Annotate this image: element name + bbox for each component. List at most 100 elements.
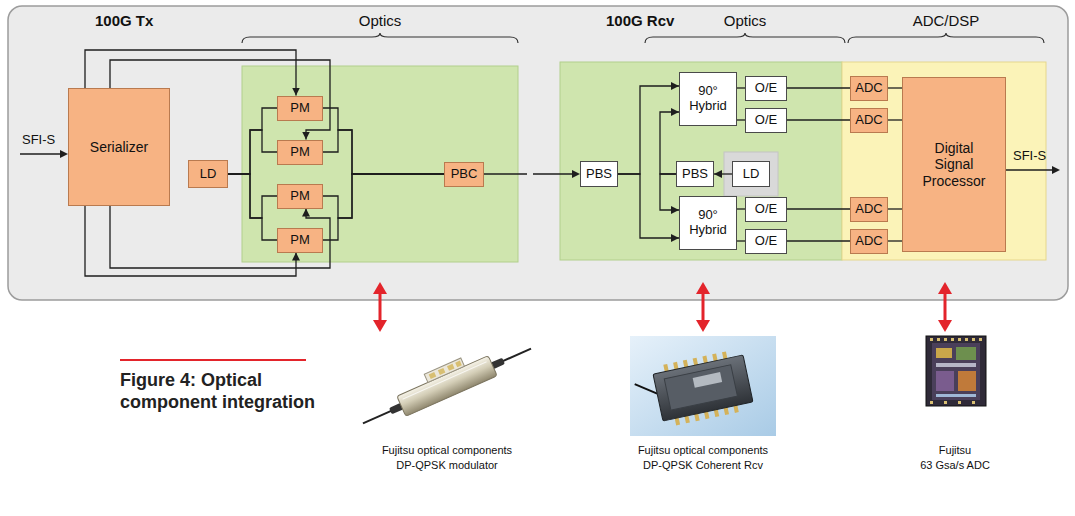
rf-pad	[455, 361, 462, 368]
package-lid	[664, 365, 737, 410]
circuit-block	[956, 347, 976, 360]
laser-diode: LD	[188, 160, 228, 188]
fiber	[363, 410, 394, 424]
bond-pad	[951, 338, 954, 341]
chip-core	[932, 343, 980, 400]
circuit-block	[936, 371, 954, 391]
signal-name: SFI-S	[22, 133, 55, 148]
box-label: O/E	[755, 81, 777, 96]
signal-connector	[737, 240, 745, 241]
arrow-head	[373, 320, 387, 332]
modulator-body	[397, 356, 497, 417]
arrow-head	[572, 170, 580, 178]
box-label: O/E	[755, 113, 777, 128]
signal-connector	[787, 240, 850, 241]
photodetector: O/E	[745, 108, 787, 133]
box-label: LD	[200, 167, 217, 182]
polarization-splitter: PBS	[580, 161, 618, 187]
receiver-photo	[630, 336, 776, 436]
adc-box: ADC	[850, 197, 888, 222]
signal-connector	[323, 108, 444, 174]
bond-pad	[937, 338, 940, 341]
package-body	[653, 355, 753, 421]
section-brace	[848, 33, 1044, 43]
pointer-arrow	[702, 292, 705, 322]
rf-pad	[447, 364, 455, 371]
pointer-arrow	[944, 292, 947, 322]
signal-connector	[618, 174, 679, 238]
circuit-block	[936, 348, 952, 358]
phase-modulator: PM	[277, 96, 323, 121]
adc-chip	[926, 336, 986, 406]
signal-connector	[888, 87, 902, 88]
signal-connector	[787, 87, 850, 88]
fiber-line	[533, 173, 573, 174]
package-label	[693, 372, 722, 388]
box-label: PM	[290, 189, 310, 204]
signal-name: SFI-S	[1013, 149, 1046, 164]
local-laser: LD	[732, 161, 770, 187]
section-brace	[242, 33, 518, 43]
signal-connector	[787, 119, 850, 120]
adc-box: ADC	[850, 108, 888, 133]
fiber	[500, 349, 531, 363]
box-label: PM	[290, 145, 310, 160]
signal-connector	[737, 119, 745, 120]
serializer-box: Serializer	[68, 88, 170, 206]
signal-connector	[323, 174, 444, 218]
photo-caption: DP-QPSK Coherent Rcv	[643, 459, 763, 472]
arrow-head	[938, 282, 952, 294]
signal-connector	[888, 119, 902, 120]
section-heading: 100G Rcv	[606, 12, 674, 29]
fiber	[635, 380, 657, 398]
signal-line	[1006, 169, 1053, 170]
signal-connector	[228, 174, 277, 240]
signal-connector	[228, 174, 277, 218]
box-label: LD	[743, 167, 760, 182]
section-heading: Optics	[359, 12, 402, 29]
photo-caption: DP-QPSK modulator	[396, 459, 497, 472]
bond-pad	[972, 401, 975, 404]
system-panel	[8, 6, 1068, 300]
signal-connector	[618, 86, 679, 174]
section-brace	[645, 33, 845, 43]
signal-connector	[737, 87, 745, 88]
polarization-combiner: PBC	[444, 162, 484, 187]
bond-pad	[979, 338, 982, 341]
modulator-photo	[355, 330, 536, 433]
box-label: O/E	[755, 202, 777, 217]
photodetector: O/E	[745, 229, 787, 254]
bond-pad	[944, 338, 947, 341]
section-heading: Optics	[724, 12, 767, 29]
signal-connector	[888, 240, 902, 241]
section-heading: 100G Tx	[95, 12, 153, 29]
photo-caption: Fujitsu optical components	[638, 444, 768, 457]
adc-box: ADC	[850, 76, 888, 101]
box-label: Digital Signal Processor	[918, 140, 990, 188]
signal-connector	[228, 130, 277, 174]
box-label: PBC	[451, 167, 478, 182]
bond-pad	[958, 338, 961, 341]
box-label: Serializer	[90, 139, 148, 155]
photo-caption: 63 Gsa/s ADC	[920, 459, 990, 472]
signal-connector	[737, 208, 745, 209]
photodetector: O/E	[745, 76, 787, 101]
box-label: O/E	[755, 234, 777, 249]
box-label: PBS	[586, 167, 612, 182]
bond-pad	[930, 338, 933, 341]
laser-well	[724, 152, 778, 196]
optics-panel	[560, 62, 842, 260]
bond-pad	[944, 401, 947, 404]
box-label: 90° Hybrid	[683, 84, 733, 114]
photo-caption: Fujitsu optical components	[382, 444, 512, 457]
phase-modulator: PM	[277, 228, 323, 253]
figure-caption: Figure 4: Optical component integration	[120, 370, 355, 413]
signal-connector	[228, 108, 277, 174]
circuit-block	[958, 371, 976, 391]
signal-connector	[787, 208, 850, 209]
arrow-head	[696, 282, 710, 294]
arrow-head	[938, 320, 952, 332]
optical-hybrid: 90° Hybrid	[679, 72, 737, 126]
box-label: ADC	[855, 113, 882, 128]
